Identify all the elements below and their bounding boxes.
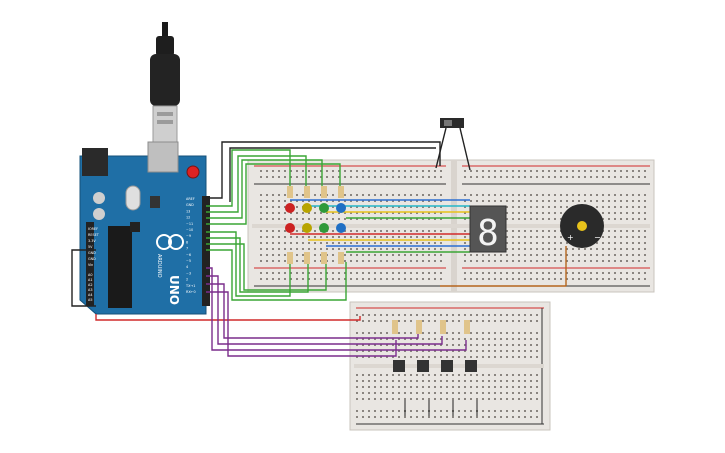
digital-pin-label: 2: [186, 278, 188, 282]
led-group-bottom: [287, 252, 344, 264]
digital-pin-label: TX→1: [185, 284, 195, 288]
analog-pin-label: A5: [88, 298, 92, 302]
arduino-pin-labels: AREF GND 13 12 ~11 ~10 ~9 8 7 ~6 ~5 4 ~3 2TX→1RX←0 IOR…: [88, 197, 196, 302]
slide-switch: [440, 118, 464, 128]
seven-segment-display: 8: [469, 205, 507, 254]
power-pin-label: GND: [88, 257, 96, 261]
analog-pin-label: A1: [88, 278, 92, 282]
digital-pin-label: 13: [186, 209, 190, 213]
power-pin-label: Vin: [88, 263, 93, 267]
pushbutton-1: [393, 360, 405, 372]
buzzer-minus-label: −: [594, 233, 601, 242]
digital-pin-label: ~10: [186, 228, 193, 232]
analog-pin-label: A0: [88, 273, 92, 277]
leds: [285, 203, 346, 233]
led-yellow-bottom: [302, 223, 312, 233]
led-yellow-top: [302, 203, 312, 213]
power-pin-label: 5V: [88, 245, 93, 249]
digital-pin-label: GND: [186, 203, 194, 207]
digital-pin-label: ~9: [186, 234, 191, 238]
power-pin-label: IOREF: [88, 227, 98, 231]
digital-pin-label: RX←0: [186, 290, 196, 294]
led-red-bottom: [285, 223, 295, 233]
arduino-brand-text: UNO: [167, 275, 181, 305]
power-pin-label: GND: [88, 251, 96, 255]
pushbutton-3: [441, 360, 453, 372]
digital-pin-label: 12: [186, 216, 190, 220]
analog-pin-label: A3: [88, 288, 92, 292]
arduino-logo-text: ARDUINO: [156, 254, 162, 278]
digital-pin-label: ~3: [186, 271, 191, 275]
digital-pin-label: ~5: [186, 259, 191, 263]
pushbuttons: [393, 360, 478, 416]
power-pin-label: 3.3V: [88, 239, 96, 243]
led-red-top: [285, 203, 295, 213]
arduino-logo-icon: [156, 234, 184, 250]
button-resistors: [392, 320, 470, 334]
digital-pin-label: ~6: [186, 253, 191, 257]
analog-pin-label: A4: [88, 293, 92, 297]
led-blue-top: [336, 203, 346, 213]
led-green-top: [319, 203, 329, 213]
digital-pin-label: 8: [186, 240, 188, 244]
led-group-top: [287, 186, 344, 198]
led-green-bottom: [319, 223, 329, 233]
usb-cable: [150, 22, 180, 143]
digital-pin-label: 7: [186, 247, 188, 251]
digital-pin-label: ~11: [186, 222, 193, 226]
digital-pin-label: 4: [186, 265, 188, 269]
led-blue-bottom: [336, 223, 346, 233]
piezo-buzzer: + −: [560, 204, 604, 248]
wires: [71, 127, 567, 357]
analog-pin-label: A2: [88, 283, 92, 287]
arduino-uno-board: UNO ARDUINO: [79, 141, 210, 315]
pushbutton-2: [417, 360, 429, 372]
seven-segment-digit: 8: [477, 213, 499, 254]
digital-pin-label: AREF: [186, 197, 195, 201]
pushbutton-4: [465, 360, 477, 372]
buzzer-plus-label: +: [567, 233, 574, 242]
power-pin-label: RESET: [88, 233, 100, 237]
